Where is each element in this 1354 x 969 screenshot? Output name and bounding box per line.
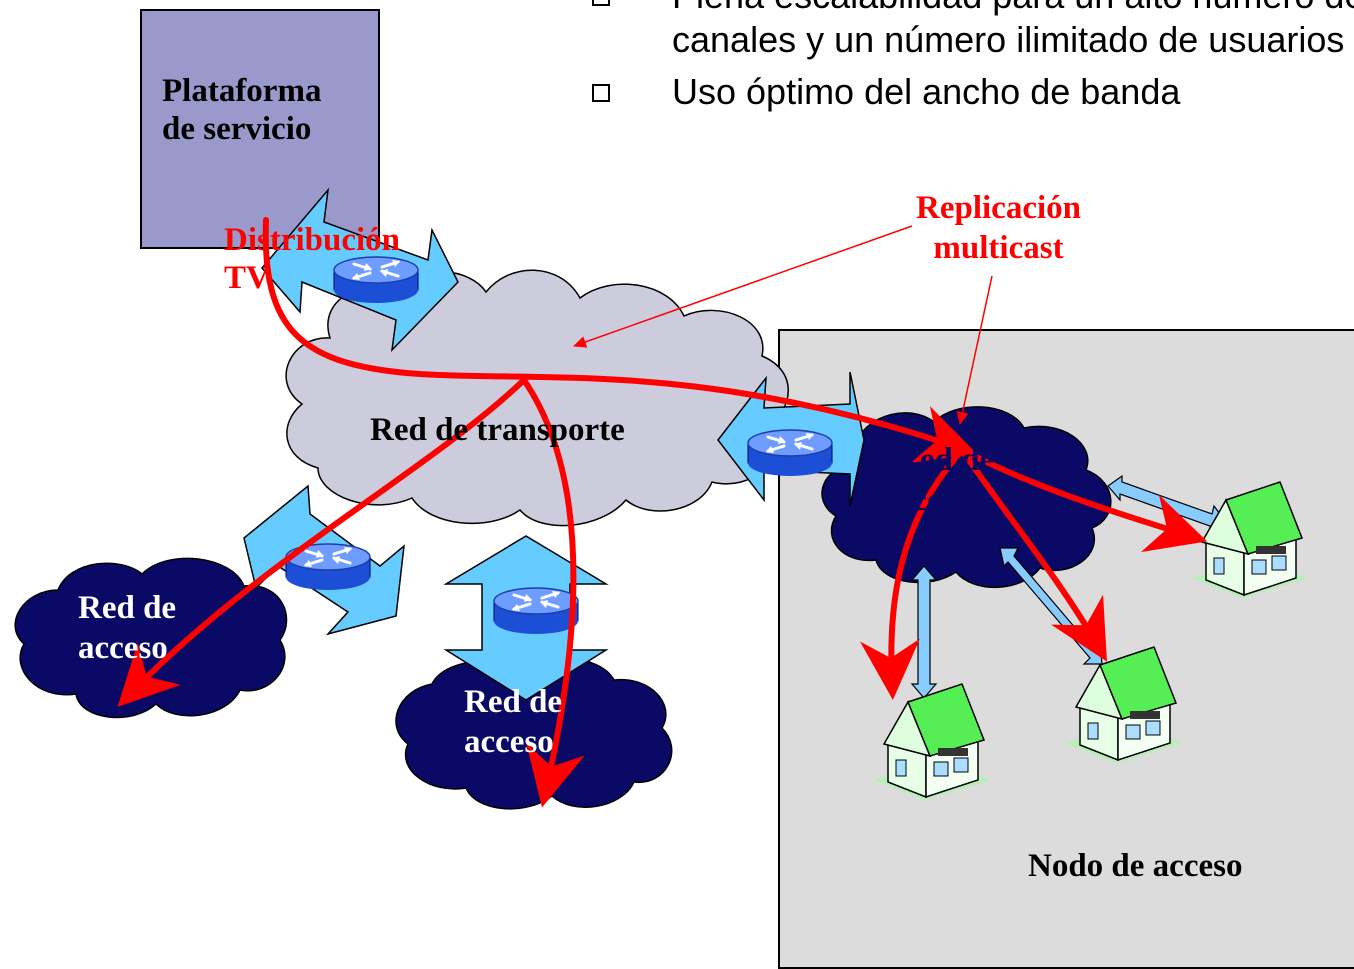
flow-to-house-left	[859, 447, 965, 700]
access-network-label-left: Red de acceso	[78, 590, 177, 666]
bullet-item: Uso óptimo del ancho de banda	[586, 70, 1354, 114]
pointer-to-transport	[573, 225, 913, 348]
bullet-item: Plena escalabilidad para un alto número …	[586, 0, 1354, 18]
bullet-text: canales y un número ilimitado de usuario…	[672, 19, 1345, 60]
access-network-label-right: Red de acceso	[896, 442, 995, 518]
house-icon	[873, 683, 991, 801]
flow-to-middle-access	[521, 377, 585, 808]
flow-to-house-right	[959, 447, 1208, 553]
service-platform-box	[140, 9, 380, 249]
checkbox-bullet-icon	[592, 0, 610, 6]
bullet-text: Plena escalabilidad para un alto número …	[672, 0, 1354, 16]
access-network-label-middle: Red de acceso	[464, 684, 563, 760]
router-icon	[746, 428, 834, 478]
multicast-replication-label: Replicación multicast	[916, 190, 1081, 266]
tv-distribution-label: Distribución TV	[224, 222, 401, 296]
flow-to-house-middle	[959, 447, 1107, 662]
flow-main-trunk	[262, 217, 978, 463]
transport-network-label: Red de transporte	[370, 412, 625, 448]
access-network-cloud-left	[14, 557, 288, 719]
annotation-pointers	[573, 225, 993, 425]
router-icon	[492, 586, 580, 636]
multicast-flows	[117, 217, 1208, 808]
house-link-1	[1107, 474, 1227, 534]
pointer-to-access	[956, 275, 993, 425]
checkbox-bullet-icon	[592, 84, 610, 102]
flow-to-left-access	[117, 377, 527, 707]
bullet-item-continued: canales y un número ilimitado de usuario…	[586, 18, 1354, 62]
house-icon	[1191, 481, 1309, 599]
access-node-label: Nodo de acceso	[1028, 848, 1243, 884]
bullet-list: Plena escalabilidad para un alto número …	[586, 0, 1354, 114]
bullet-text: Uso óptimo del ancho de banda	[672, 71, 1181, 112]
service-platform-label: Plataforma de servicio	[162, 73, 322, 147]
house-link-2	[910, 565, 938, 699]
